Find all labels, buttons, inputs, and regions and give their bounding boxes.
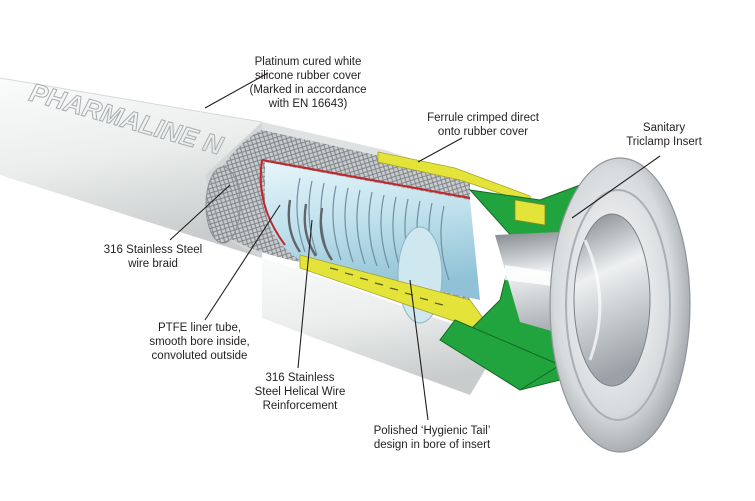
silicone-cover (0, 78, 262, 258)
leader-ferrule (417, 137, 463, 163)
callout-line: with EN 16643) (268, 98, 348, 110)
callout-line: Polished ‘Hygienic Tail’ (373, 425, 491, 437)
callout-line: Sanitary (642, 122, 686, 134)
callout-line: Steel Helical Wire (254, 386, 346, 398)
callout-ferrule: Ferrule crimped direct onto rubber cover (418, 111, 548, 139)
callout-ptfe-liner: PTFE liner tube, smooth bore inside, con… (142, 321, 257, 363)
callout-steel-braid: 316 Stainless Steel wire braid (98, 243, 208, 271)
cover-edge-top (0, 77, 263, 123)
callout-silicone-cover: Platinum cured white silicone rubber cov… (248, 55, 368, 111)
callout-triclamp-insert: Sanitary Triclamp Insert (614, 121, 714, 149)
callout-line: 316 Stainless Steel (103, 244, 203, 256)
leader-ptfe (204, 204, 281, 321)
cover-lower-band (262, 258, 500, 395)
liner-red-edge-front (259, 159, 286, 246)
leader-helical (297, 219, 313, 369)
insert-tail (439, 319, 562, 391)
braid-end (205, 166, 241, 244)
flange-bore-shine (583, 239, 602, 361)
callout-line: (Marked in accordance (249, 84, 367, 96)
insert-collar (514, 199, 546, 226)
callout-line: convoluted outside (151, 350, 248, 362)
helical-wire (287, 199, 333, 261)
callout-line: PTFE liner tube, (157, 322, 242, 334)
leader-cover (204, 72, 269, 109)
liner-red-edge (261, 159, 471, 199)
callout-line: onto rubber cover (437, 126, 529, 138)
callout-line: silicone rubber cover (254, 70, 362, 82)
flange-bore (573, 213, 651, 387)
callout-helical-wire: 316 Stainless Steel Helical Wire Reinfor… (245, 371, 355, 413)
callout-line: Reinforcement (262, 400, 338, 412)
callout-line: smooth bore inside, (149, 336, 250, 348)
callout-line: Ferrule crimped direct (427, 112, 539, 124)
leader-braid (169, 184, 231, 241)
callout-line: Triclamp Insert (626, 136, 702, 148)
callout-hygienic-tail: Polished ‘Hygienic Tail’ design in bore … (362, 424, 502, 452)
callout-line: wire braid (128, 258, 178, 270)
callout-line: design in bore of insert (373, 439, 491, 451)
flange-groove (565, 189, 671, 421)
callout-line: 316 Stainless (265, 372, 335, 384)
callout-line: Platinum cured white (254, 56, 362, 68)
leader-insert (571, 155, 661, 219)
leader-tail (409, 279, 429, 421)
leader-lines (169, 72, 661, 421)
